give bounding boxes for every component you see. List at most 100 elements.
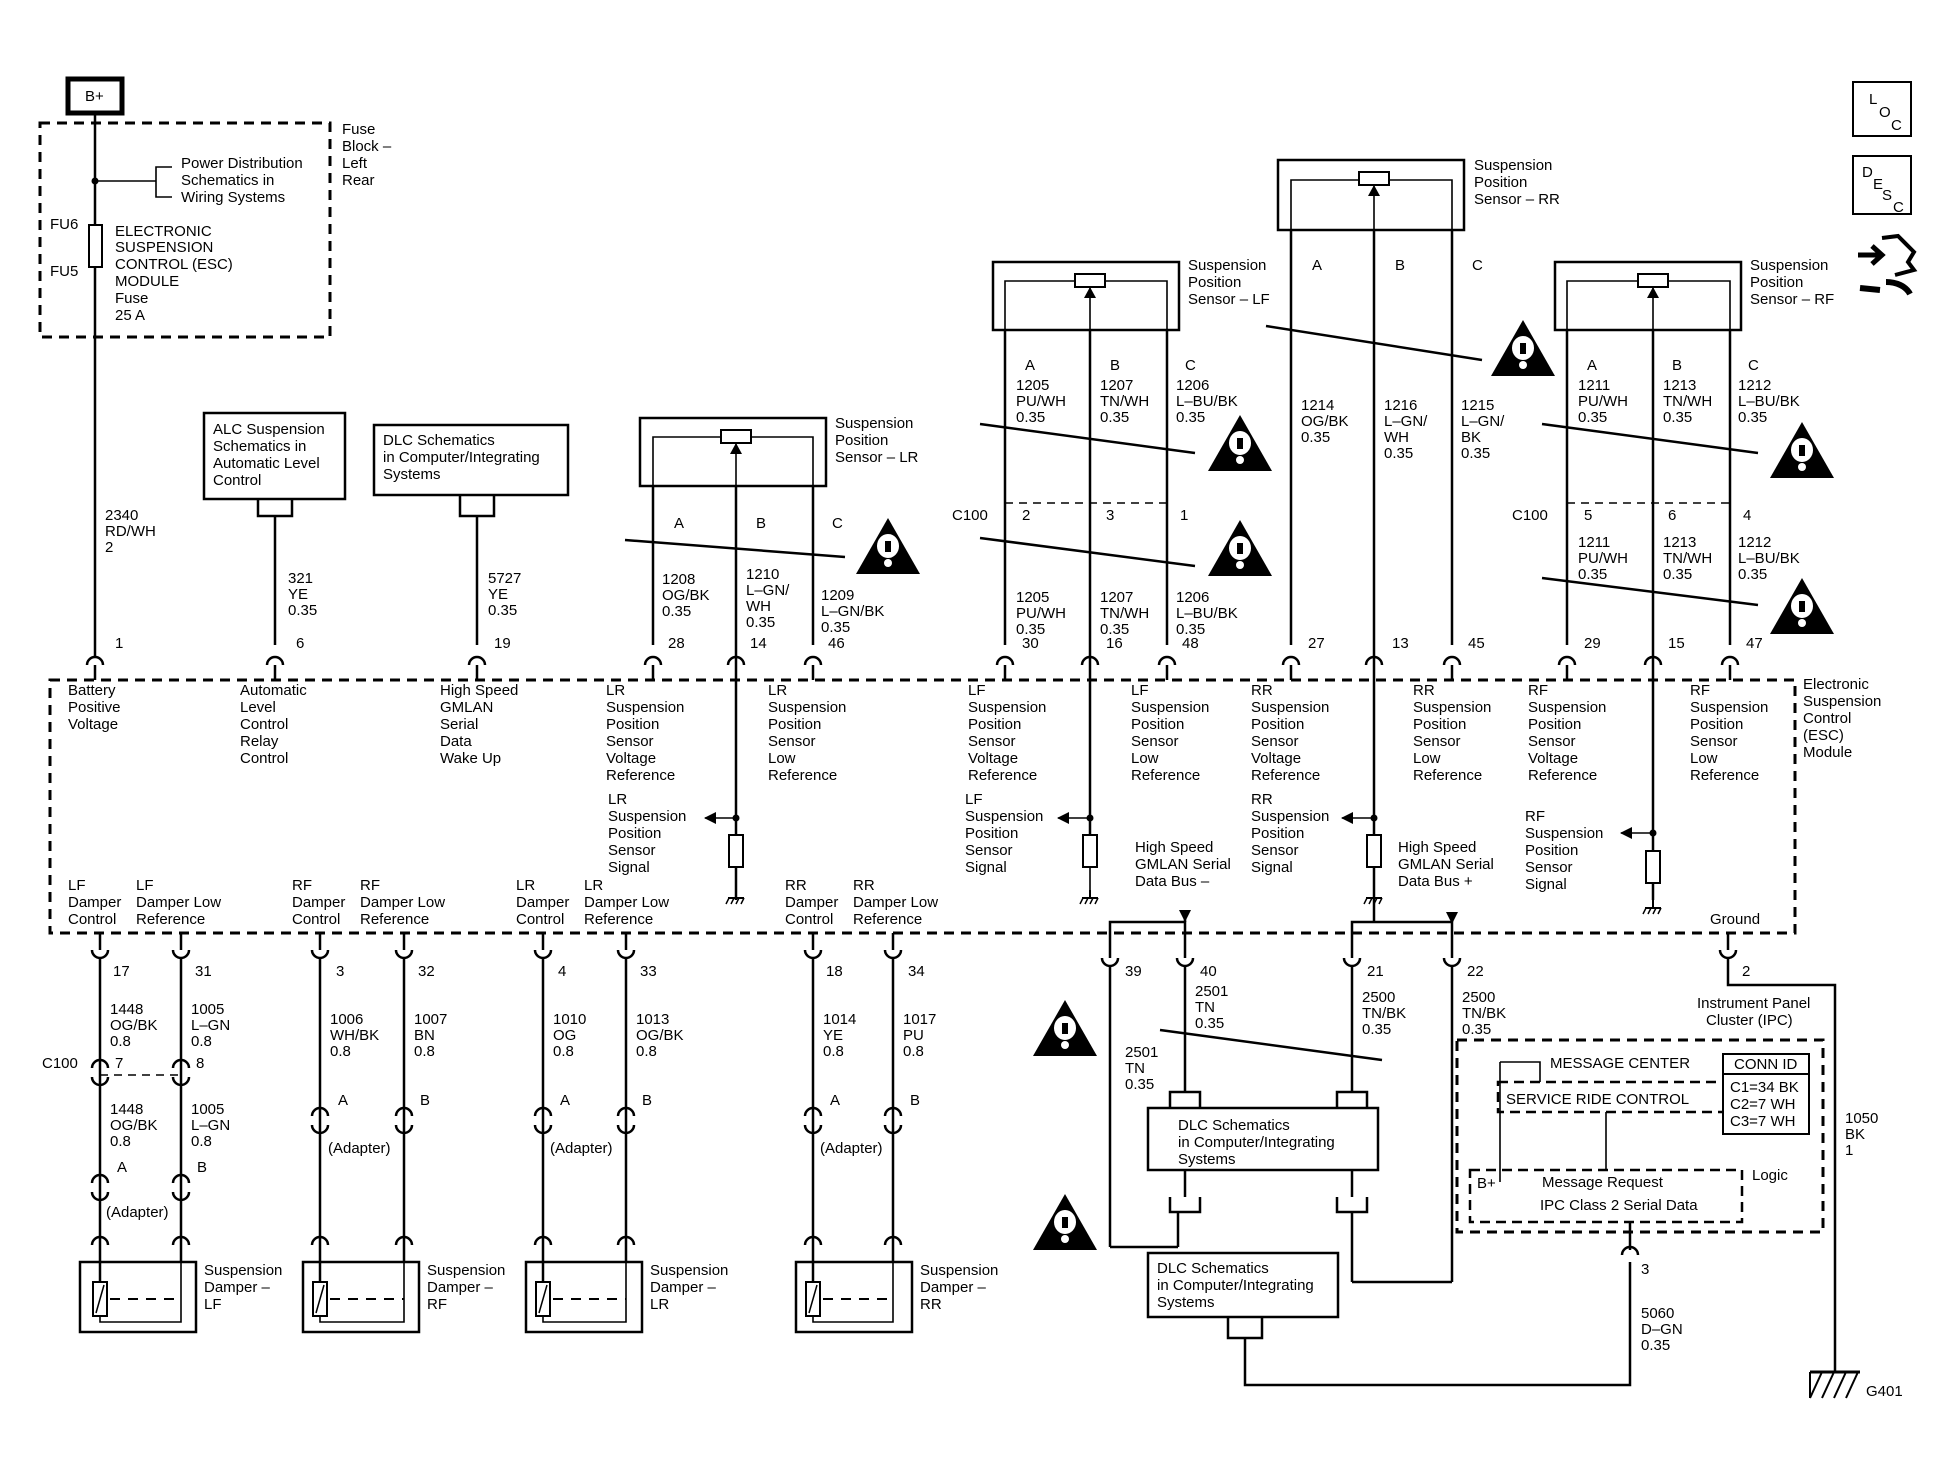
svg-text:Suspension: Suspension (1251, 699, 1329, 716)
svg-text:Suspension: Suspension (1474, 157, 1552, 174)
svg-text:1205: 1205 (1016, 589, 1049, 606)
loc-icon[interactable]: L O C (1852, 81, 1912, 137)
svg-text:7: 7 (115, 1055, 123, 1072)
svg-text:1: 1 (115, 635, 123, 652)
svg-text:Damper Low: Damper Low (136, 894, 221, 911)
svg-text:C2=7 WH: C2=7 WH (1730, 1096, 1795, 1113)
svg-text:C: C (1891, 117, 1902, 134)
svg-text:Signal: Signal (1251, 859, 1293, 876)
fuse-description: ELECTRONIC SUSPENSION CONTROL (ESC) MODU… (115, 223, 233, 324)
svg-text:0.8: 0.8 (553, 1043, 574, 1060)
svg-text:in Computer/Integrating: in Computer/Integrating (383, 449, 540, 466)
svg-text:0.8: 0.8 (823, 1043, 844, 1060)
svg-text:Reference: Reference (606, 767, 675, 784)
svg-text:Reference: Reference (768, 767, 837, 784)
svg-text:1010: 1010 (553, 1011, 586, 1028)
desc-icon[interactable]: D E S C (1852, 155, 1912, 216)
svg-text:0.35: 0.35 (746, 614, 775, 631)
svg-text:B: B (420, 1092, 430, 1109)
lf-damper-wire-labels-lower: 1448 OG/BK 0.8 1005 L–GN 0.8 (110, 1101, 230, 1150)
svg-text:MODULE: MODULE (115, 273, 179, 290)
svg-text:Suspension: Suspension (608, 808, 686, 825)
svg-text:CONTROL (ESC): CONTROL (ESC) (115, 256, 233, 273)
svg-text:L: L (1869, 91, 1877, 108)
svg-text:1207: 1207 (1100, 377, 1133, 394)
svg-text:0.35: 0.35 (1016, 409, 1045, 426)
esc-rr-low-label: RR Suspension Position Sensor Low Refere… (1413, 682, 1491, 784)
svg-text:Reference: Reference (853, 911, 922, 928)
svg-text:DLC Schematics: DLC Schematics (1157, 1260, 1269, 1277)
svg-text:LF: LF (136, 877, 154, 894)
damper-lr (524, 1260, 644, 1334)
svg-text:Suspension: Suspension (965, 808, 1043, 825)
svg-text:1213: 1213 (1663, 377, 1696, 394)
c100-lf-label: C100 (952, 507, 988, 524)
svg-text:1210: 1210 (746, 566, 779, 583)
svg-text:L–GN/BK: L–GN/BK (821, 603, 884, 620)
lr-damper-wire-labels: 1010 OG 0.8 1013 OG/BK 0.8 (553, 1011, 684, 1060)
esc-top-connectors (85, 655, 1740, 680)
svg-text:Automatic Level: Automatic Level (213, 455, 320, 472)
svg-text:0.8: 0.8 (903, 1043, 924, 1060)
svg-text:GMLAN: GMLAN (440, 699, 493, 716)
svg-text:Level: Level (240, 699, 276, 716)
svg-text:YE: YE (823, 1027, 843, 1044)
svg-text:Position: Position (965, 825, 1018, 842)
svg-text:LF: LF (1131, 682, 1149, 699)
svg-text:Suspension: Suspension (1528, 699, 1606, 716)
svg-text:Low: Low (768, 750, 796, 767)
svg-text:1: 1 (1845, 1142, 1853, 1159)
sensor-lf-label: Suspension Position Sensor – LF (1188, 257, 1270, 308)
svg-text:1013: 1013 (636, 1011, 669, 1028)
svg-text:RF: RF (360, 877, 380, 894)
svg-text:OG/BK: OG/BK (636, 1027, 684, 1044)
svg-text:D: D (1862, 164, 1873, 181)
warning-icon (1770, 422, 1834, 478)
svg-text:1007: 1007 (414, 1011, 447, 1028)
lf-wire-labels-top: 1205 PU/WH 0.35 1207 TN/WH 0.35 1206 L–B… (1016, 377, 1238, 426)
svg-text:2340: 2340 (105, 507, 138, 524)
esc-module-label: Electronic Suspension Control (ESC) Modu… (1803, 676, 1881, 761)
svg-text:1215: 1215 (1461, 397, 1494, 414)
svg-text:Position: Position (1528, 716, 1581, 733)
svg-text:2501: 2501 (1195, 983, 1228, 1000)
svg-text:Damper: Damper (292, 894, 345, 911)
svg-text:C: C (1893, 199, 1904, 216)
rf-wire-labels-top: 1211 PU/WH 0.35 1213 TN/WH 0.35 1212 L–B… (1578, 377, 1800, 426)
svg-text:Reference: Reference (1251, 767, 1320, 784)
svg-text:30: 30 (1022, 635, 1039, 652)
connector-view-icon[interactable] (1858, 233, 1918, 296)
svg-text:Data Bus –: Data Bus – (1135, 873, 1210, 890)
svg-text:LR: LR (606, 682, 625, 699)
svg-text:31: 31 (195, 963, 212, 980)
svg-text:Damper –: Damper – (920, 1279, 987, 1296)
svg-text:Suspension: Suspension (1188, 257, 1266, 274)
svg-text:1207: 1207 (1100, 589, 1133, 606)
svg-text:A: A (1025, 357, 1035, 374)
svg-text:Suspension: Suspension (1803, 693, 1881, 710)
damper-rr-label: Suspension Damper – RR (920, 1262, 998, 1313)
svg-text:A: A (560, 1092, 570, 1109)
svg-text:DLC Schematics: DLC Schematics (383, 432, 495, 449)
svg-text:1206: 1206 (1176, 589, 1209, 606)
damper-rf (301, 1260, 421, 1334)
svg-text:Automatic: Automatic (240, 682, 307, 699)
esc-lr-ref-label: LR Suspension Position Sensor Voltage Re… (606, 682, 684, 784)
fu6-label: FU6 (50, 216, 78, 233)
wire-321-label: 321 YE 0.35 (288, 570, 317, 619)
esc-rf-damper-low-label: RF Damper Low Reference (360, 877, 445, 928)
svg-text:Sensor: Sensor (1251, 842, 1299, 859)
esc-lr-damper-label: LR Damper Control (516, 877, 569, 928)
svg-text:0.35: 0.35 (1100, 409, 1129, 426)
svg-text:Wake Up: Wake Up (440, 750, 501, 767)
svg-text:B: B (756, 515, 766, 532)
svg-text:1212: 1212 (1738, 534, 1771, 551)
esc-ground-label: Ground (1710, 911, 1760, 928)
svg-text:1448: 1448 (110, 1101, 143, 1118)
svg-text:Position: Position (608, 825, 661, 842)
svg-text:0.35: 0.35 (821, 619, 850, 636)
svg-text:Data: Data (440, 733, 472, 750)
svg-text:29: 29 (1584, 635, 1601, 652)
svg-text:Position: Position (1474, 174, 1527, 191)
svg-text:Signal: Signal (608, 859, 650, 876)
